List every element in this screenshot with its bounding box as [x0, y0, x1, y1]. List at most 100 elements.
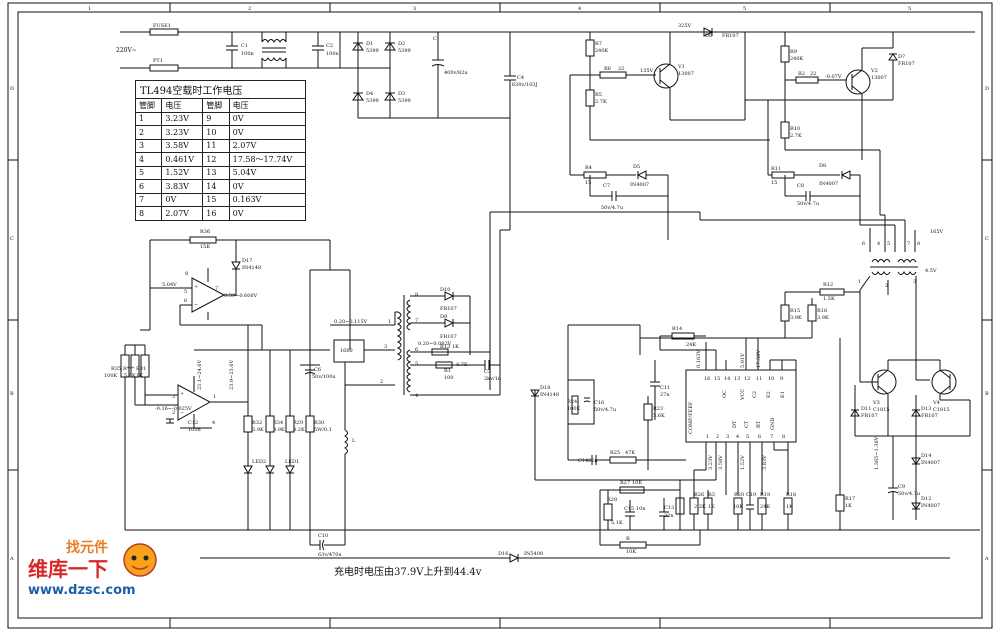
charge-control-section: R36 15K D17 IN4148 +− 0.39~0.606V 5.04V …: [104, 229, 980, 545]
d18-value: IN4148: [540, 392, 559, 398]
table-cell: 4: [134, 152, 163, 167]
r20-label: R20: [734, 492, 744, 498]
choke-top: [261, 39, 287, 43]
vminus-label: -0.16~-0.025V: [155, 406, 192, 412]
d5-value: IN4007: [630, 182, 649, 188]
r25-symbol: [609, 456, 637, 464]
d17-value: IN4148: [242, 265, 261, 271]
r5-symbol: [585, 89, 595, 107]
ic-name-oc: OC: [722, 390, 728, 398]
table-cell: 3: [134, 138, 163, 153]
r-bottom-symbol: [619, 541, 647, 549]
table-cell: 3.58V: [161, 138, 204, 153]
table-cell: 1.52V: [161, 165, 204, 180]
c15-label: C15: [624, 506, 634, 512]
r-star-value: 5.6K: [124, 373, 136, 379]
table-cell: 0.461V: [161, 152, 204, 167]
d1-value: 5399: [366, 48, 379, 54]
r28-value: 5.1K: [611, 520, 623, 526]
wire: [939, 385, 951, 395]
pin-label: −: [194, 302, 198, 308]
table-cell: 2.07V: [228, 138, 307, 153]
r28-label: R28: [607, 497, 617, 503]
table-header: 电压: [228, 98, 307, 113]
ic-v-bot-3: 1.52V: [740, 455, 746, 470]
pin-label: 3: [384, 344, 387, 350]
ic-name-rt: RT: [756, 420, 762, 428]
r27-value: 10K: [632, 480, 642, 486]
ic-pin-3: 3: [726, 434, 729, 440]
led2-label: LED2: [252, 459, 266, 465]
d2-symbol: [384, 42, 396, 51]
pin-label: 1: [388, 319, 391, 325]
wire: [659, 79, 671, 89]
c7-value: 50v/4.7u: [601, 205, 624, 211]
c19-label: C19: [746, 492, 756, 498]
d10-value: FR107: [440, 306, 457, 312]
r10-value: 2.7K: [790, 133, 802, 139]
table-cell: 2.07V: [161, 206, 204, 221]
d13-label: D13: [921, 406, 931, 412]
v2-transistor: [845, 69, 871, 95]
v135-label: 135V: [640, 68, 654, 74]
r32-value: 3.9K: [252, 427, 264, 433]
r16-label: R16: [817, 308, 827, 314]
d5-label: D5: [633, 164, 640, 170]
table-cell: 7: [134, 192, 163, 207]
r15-label: R15: [790, 308, 800, 314]
r19-value: 24K: [760, 504, 770, 510]
d16-symbol: [509, 553, 520, 563]
watermark-url: www.dzsc.com: [28, 583, 136, 598]
d13-value: FR107: [921, 413, 938, 419]
ic-pin-10: 10: [768, 376, 774, 382]
r13-symbol: [431, 348, 449, 356]
r36-label: R36: [200, 229, 210, 235]
d7-value: FR107: [898, 61, 915, 67]
c3-label: C3: [484, 369, 491, 375]
r24-symbol: [571, 395, 579, 415]
drive-winding-c: [871, 271, 891, 275]
c15-value: 10n: [636, 506, 646, 512]
d9-value: FR107: [440, 334, 457, 340]
wire: [939, 369, 951, 379]
wire: [887, 491, 899, 494]
v504-label: 5.04V: [162, 282, 177, 288]
c11-value: 27n: [660, 392, 670, 398]
row-label-c-right: C: [985, 236, 989, 242]
c9-label: C9: [898, 484, 905, 490]
r9-label: R9: [790, 49, 797, 55]
table-cell: 16: [202, 206, 230, 221]
table-cell: 11: [202, 138, 230, 153]
table-cell: 5: [134, 165, 163, 180]
cbulk-label: C: [433, 36, 437, 42]
r47-label: 4.7K: [456, 362, 468, 368]
c12-value: 100n: [188, 427, 202, 433]
table-cell: 9: [202, 111, 230, 126]
d3-label: D4: [366, 91, 373, 97]
pin-label: 5: [184, 289, 187, 295]
pin7: 7: [907, 241, 910, 247]
inductor-l: [344, 429, 348, 455]
d9-symbol: [444, 318, 455, 328]
wire: [859, 275, 871, 291]
ic-pin-12: 12: [744, 376, 750, 382]
d11-symbol: [850, 409, 860, 417]
col-label-5: 5: [743, 6, 746, 12]
r-bottom-value: 10K: [626, 549, 636, 555]
v2-value: 13007: [871, 75, 887, 81]
ic-name-vcc: VCC: [740, 389, 746, 401]
row-label-d-right: D: [985, 86, 989, 92]
c7-label: C7: [603, 183, 610, 189]
r7-value: 240K: [595, 48, 609, 54]
r24-c16-box: [567, 379, 595, 425]
v3-label: V3: [872, 400, 880, 406]
fuse-symbol: [149, 28, 179, 36]
table-cell: 0V: [228, 125, 307, 140]
r31-value: 1K: [136, 373, 143, 379]
d4-label: D3: [398, 91, 405, 97]
ic-pin-2: 2: [716, 434, 719, 440]
v4-value: C1815: [933, 407, 950, 413]
